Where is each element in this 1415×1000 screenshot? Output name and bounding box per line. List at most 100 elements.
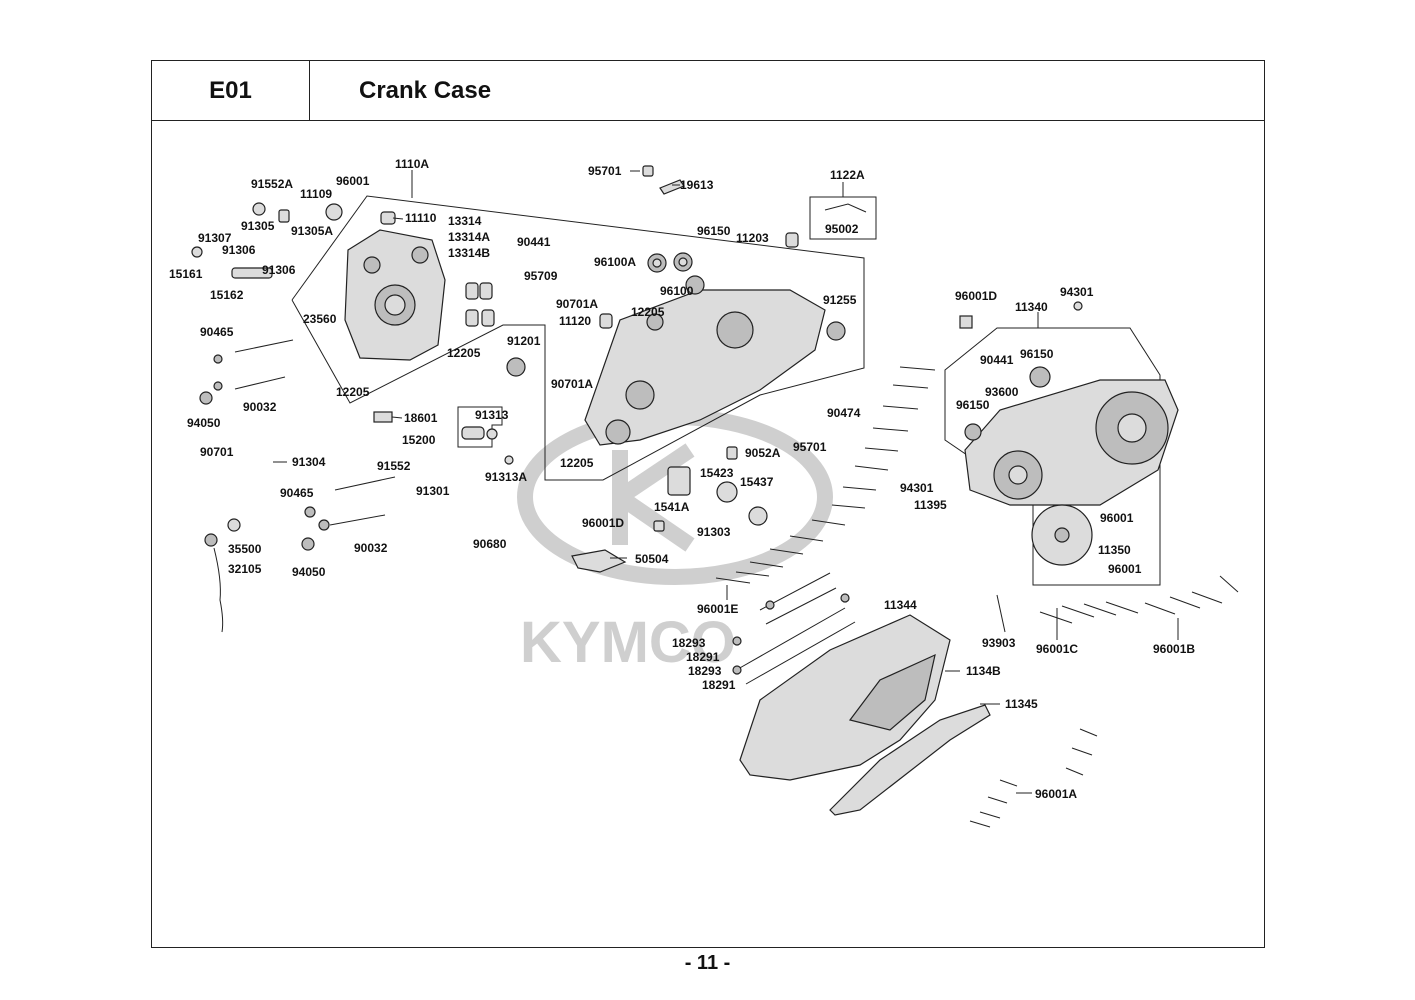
crankcase-group-outline (291, 195, 865, 481)
part-label-11109: 11109 (300, 187, 332, 201)
part-label-11395: 11395 (914, 498, 947, 512)
part-label-1122A: 1122A (830, 168, 865, 182)
part-label-95701: 95701 (588, 164, 622, 178)
part-label-91303: 91303 (697, 525, 731, 539)
part-label-96001E: 96001E (697, 602, 738, 616)
part-label-91552A: 91552A (251, 177, 293, 191)
part-label-96100A: 96100A (594, 255, 636, 269)
part-label-96001C: 96001C (1036, 642, 1078, 656)
part-label-18293: 18293 (688, 664, 722, 678)
leader-lines (273, 170, 1179, 794)
part-label-90701: 90701 (200, 445, 234, 459)
part-label-91305A: 91305A (291, 224, 333, 238)
part-label-13314A: 13314A (448, 230, 490, 244)
part-label-50504: 50504 (635, 552, 669, 566)
part-label-32105: 32105 (228, 562, 262, 576)
part-label-11110: 11110 (405, 211, 437, 225)
left-side-cover (739, 614, 991, 816)
part-label-91306: 91306 (262, 263, 296, 277)
part-label-91313A: 91313A (485, 470, 527, 484)
part-label-15423: 15423 (700, 466, 734, 480)
part-label-91313: 91313 (475, 408, 509, 422)
part-label-96001: 96001 (336, 174, 370, 188)
part-label-15200: 15200 (402, 433, 436, 447)
right-crankcase-cover (964, 366, 1179, 566)
part-label-95709: 95709 (524, 269, 558, 283)
part-label-18293: 18293 (672, 636, 706, 650)
part-label-91304: 91304 (292, 455, 326, 469)
part-label-11345: 11345 (1005, 697, 1038, 711)
part-label-11344: 11344 (884, 598, 917, 612)
part-label-96001B: 96001B (1153, 642, 1195, 656)
part-label-35500: 35500 (228, 542, 262, 556)
part-label-96001A: 96001A (1035, 787, 1077, 801)
part-label-11120: 11120 (559, 314, 591, 328)
dowel-pins-18291-18293 (732, 572, 856, 685)
part-label-96150: 96150 (956, 398, 990, 412)
bolt-sets-96001B-96001C (996, 575, 1239, 633)
part-label-94050: 94050 (292, 565, 326, 579)
part-label-96001D: 96001D (955, 289, 997, 303)
part-label-90701A: 90701A (551, 377, 593, 391)
part-label-93903: 93903 (982, 636, 1016, 650)
part-label-11350: 11350 (1098, 543, 1131, 557)
part-label-18601: 18601 (404, 411, 438, 425)
part-label-12205: 12205 (336, 385, 370, 399)
part-label-91255: 91255 (823, 293, 857, 307)
part-label-15161: 15161 (169, 267, 203, 281)
part-label-90032: 90032 (354, 541, 388, 555)
part-label-90701A: 90701A (556, 297, 598, 311)
part-label-90441: 90441 (980, 353, 1014, 367)
left-crankcase-half (344, 229, 446, 361)
part-label-15437: 15437 (740, 475, 774, 489)
kit-91313-box (457, 406, 503, 448)
part-label-12205: 12205 (560, 456, 594, 470)
page-number: - 11 - (684, 952, 731, 974)
part-label-96150: 96150 (1020, 347, 1054, 361)
part-label-12205: 12205 (447, 346, 481, 360)
part-label-91301: 91301 (416, 484, 450, 498)
part-label-90441: 90441 (517, 235, 551, 249)
part-label-1541A: 1541A (654, 500, 690, 514)
part-label-95701: 95701 (793, 440, 827, 454)
part-labels: 1110A 91552A 11109 96001 91305 91305A 11… (169, 157, 1195, 801)
part-label-23560: 23560 (303, 312, 337, 326)
part-label-95002: 95002 (825, 222, 859, 236)
part-label-96001D: 96001D (582, 516, 624, 530)
watermark-text: KYMCO (520, 610, 736, 675)
part-label-96100: 96100 (660, 284, 694, 298)
part-label-94301: 94301 (900, 481, 934, 495)
diagram-frame (151, 120, 1265, 948)
part-label-91306: 91306 (222, 243, 256, 257)
part-label-96001: 96001 (1100, 511, 1134, 525)
part-label-91201: 91201 (507, 334, 541, 348)
right-crankcase-half (584, 289, 826, 446)
part-label-11340: 11340 (1015, 300, 1048, 314)
bolt-set-96001E (715, 366, 936, 584)
part-label-11203: 11203 (736, 231, 769, 245)
part-label-13314B: 13314B (448, 246, 490, 260)
part-label-96001: 96001 (1108, 562, 1142, 576)
part-label-93600: 93600 (985, 385, 1019, 399)
part-label-1134B: 1134B (966, 664, 1001, 678)
part-label-90032: 90032 (243, 400, 277, 414)
part-label-9052A: 9052A (745, 446, 781, 460)
part-label-19613: 19613 (680, 178, 714, 192)
part-label-91307: 91307 (198, 231, 232, 245)
part-label-91305: 91305 (241, 219, 275, 233)
part-label-96150: 96150 (697, 224, 731, 238)
part-label-90465: 90465 (280, 486, 314, 500)
small-hardware (191, 165, 1083, 633)
part-label-13314: 13314 (448, 214, 482, 228)
part-label-12205: 12205 (631, 305, 665, 319)
part-label-91552: 91552 (377, 459, 411, 473)
bolt-set-96001A (969, 728, 1098, 828)
part-label-94301: 94301 (1060, 285, 1094, 299)
part-label-15162: 15162 (210, 288, 244, 302)
part-label-18291: 18291 (686, 650, 720, 664)
part-label-1110A: 1110A (395, 157, 429, 171)
part-label-94050: 94050 (187, 416, 221, 430)
part-label-18291: 18291 (702, 678, 736, 692)
